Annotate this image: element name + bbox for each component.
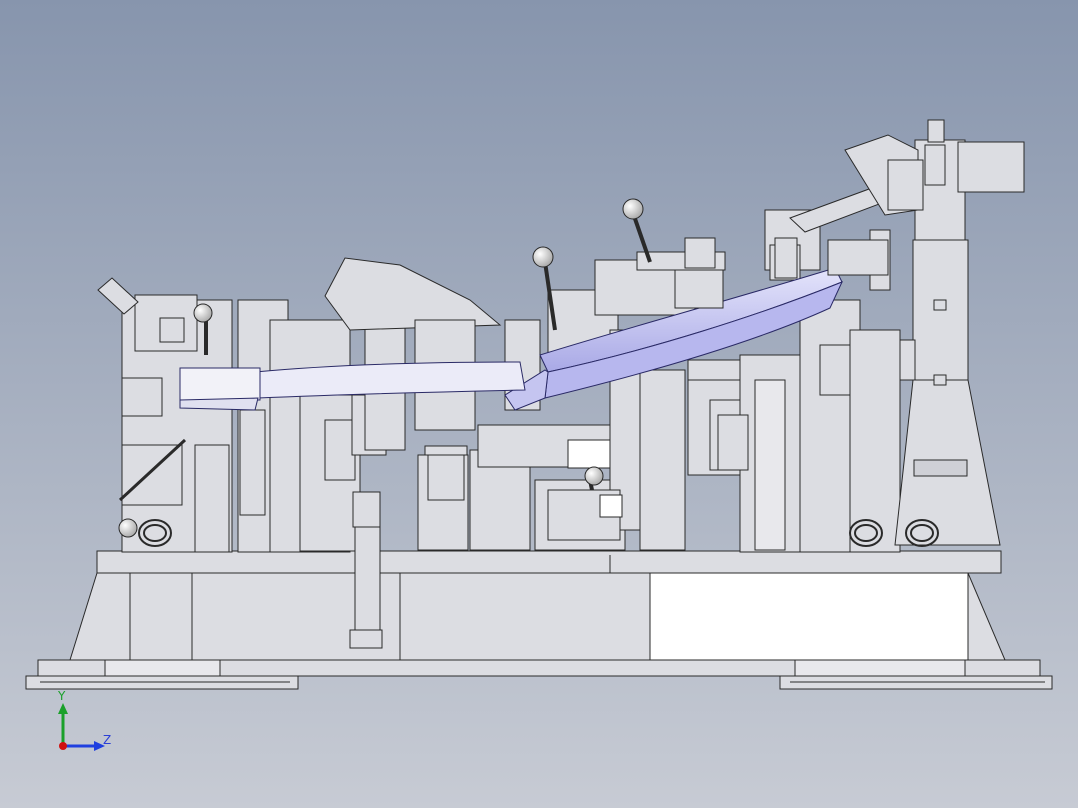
base-plate	[25, 550, 1053, 690]
left-center-frames	[269, 257, 541, 553]
center-vertical-post	[349, 491, 383, 649]
left-clamp-unit	[97, 277, 289, 553]
triad-x-origin	[59, 742, 67, 750]
workpiece-beam	[179, 267, 843, 411]
triad-z-arrow	[94, 741, 105, 751]
coordinate-triad: Y Z	[57, 689, 111, 751]
triad-y-arrow	[58, 703, 68, 714]
triad-z-label: Z	[103, 733, 111, 747]
detail-blocks	[427, 144, 947, 541]
lifting-rings	[138, 519, 939, 547]
triad-y-label: Y	[57, 689, 66, 703]
